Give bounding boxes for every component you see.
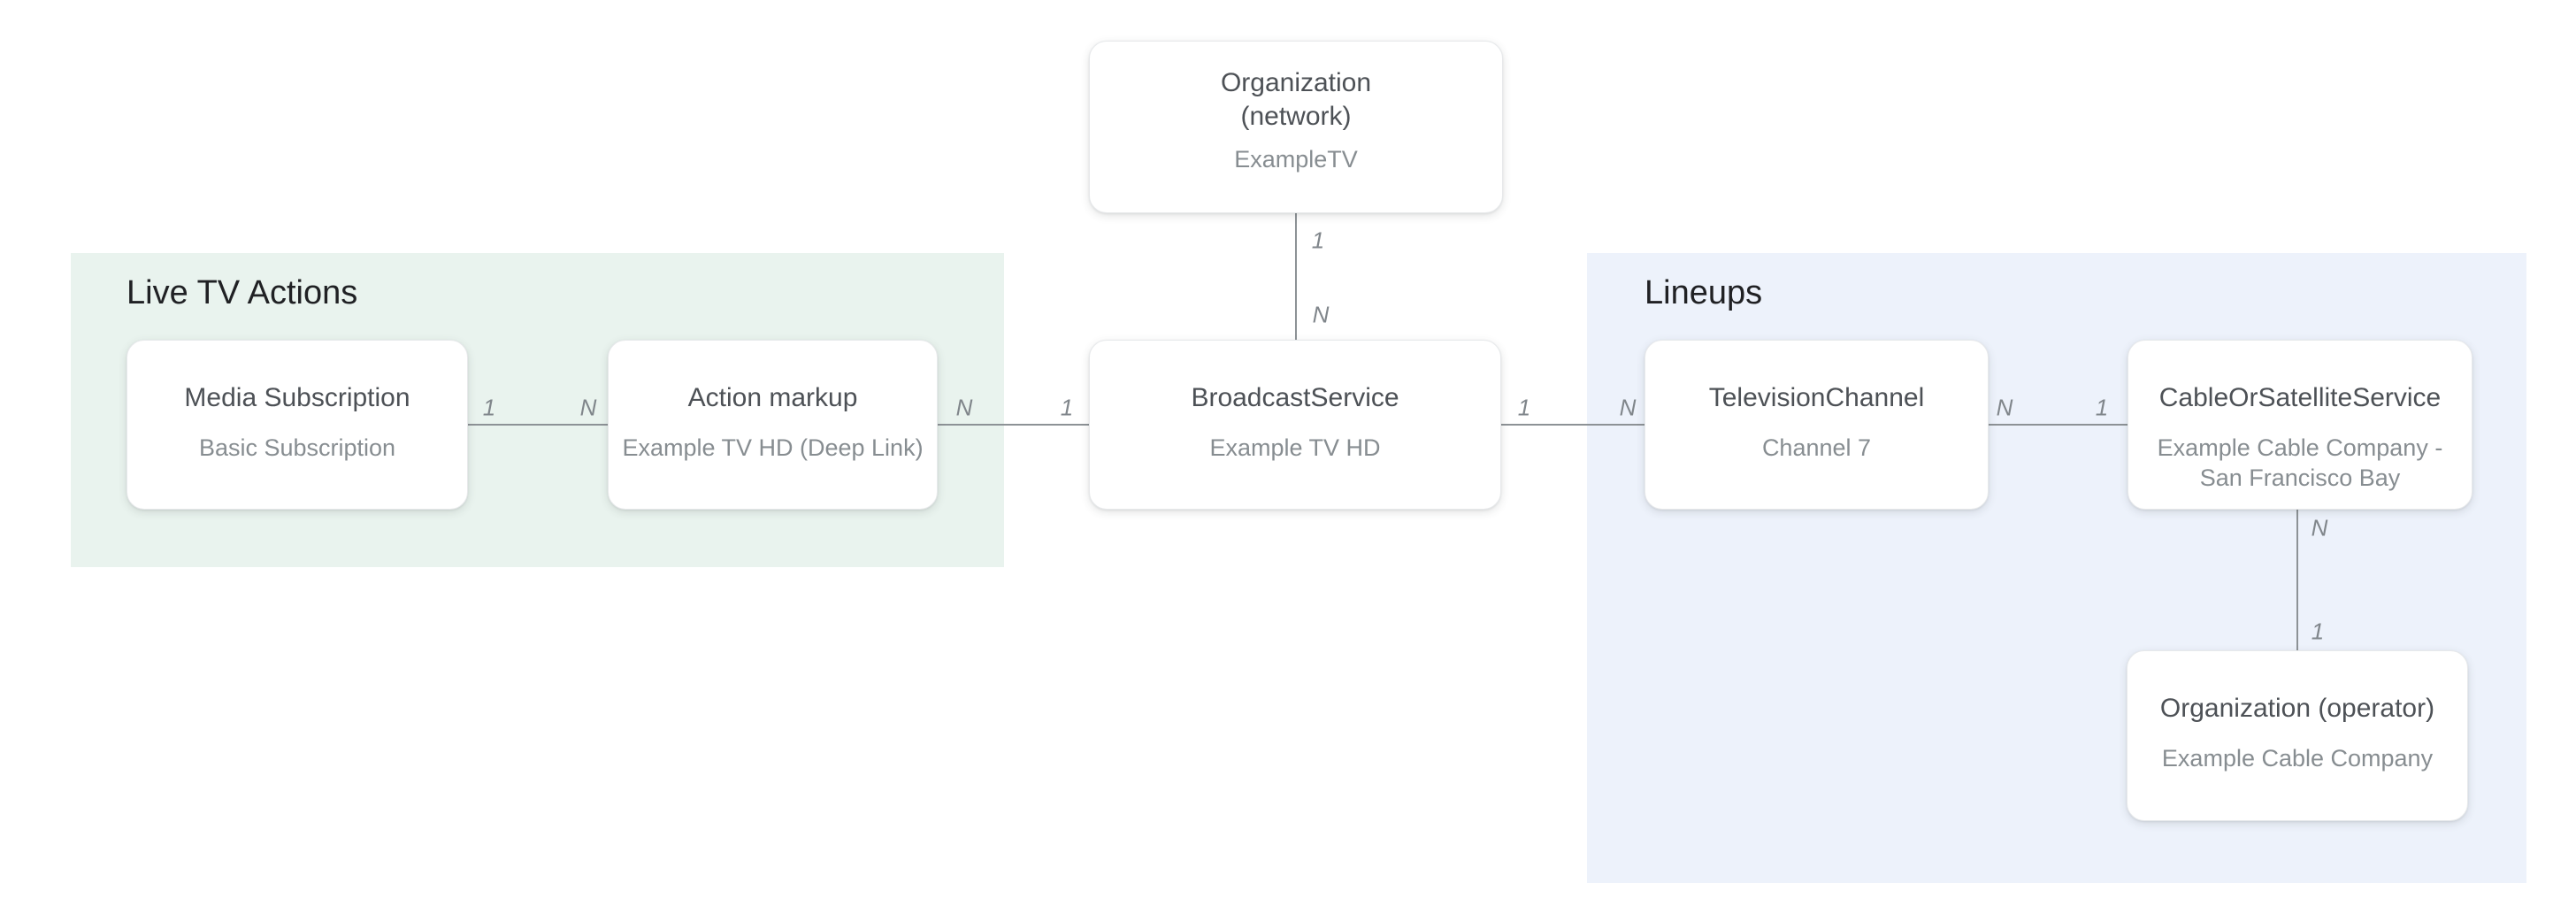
lineups-title: Lineups — [1644, 274, 1763, 311]
node-subtitle: Example Cable Company — [2161, 745, 2434, 772]
node-broadcast-service: BroadcastService Example TV HD — [1089, 340, 1501, 510]
cardinality-label: N — [1312, 301, 1330, 328]
cardinality-label: N — [2311, 514, 2328, 541]
node-title: TelevisionChannel — [1708, 383, 1925, 412]
cardinality-label: 1 — [482, 394, 496, 421]
cardinality-label: N — [579, 394, 597, 421]
node-subtitle: ExampleTV — [1234, 146, 1358, 173]
node-media-subscription: Media Subscription Basic Subscription — [126, 340, 468, 510]
node-organization-network: Organization (network) ExampleTV — [1089, 41, 1503, 213]
live-tv-actions-title: Live TV Actions — [126, 274, 358, 311]
cardinality-label: 1 — [1060, 394, 1074, 421]
edge-broadcast-to-channel — [1501, 424, 1644, 426]
node-title: BroadcastService — [1191, 383, 1399, 412]
cardinality-label: N — [1996, 394, 2013, 421]
cardinality-label: 1 — [1311, 226, 1325, 254]
node-title: CableOrSatelliteService — [2158, 383, 2442, 412]
edge-channel-to-cable — [1989, 424, 2128, 426]
edge-action-to-broadcast — [938, 424, 1089, 426]
cardinality-label: N — [955, 394, 973, 421]
edge-cable-to-operator — [2296, 510, 2298, 650]
node-subtitle: Channel 7 — [1761, 434, 1872, 461]
cardinality-label: N — [1619, 394, 1637, 421]
node-subtitle: Example Cable Company - San Francisco Ba… — [2157, 434, 2443, 491]
edge-media-to-action — [468, 424, 608, 426]
edge-network-to-broadcast — [1295, 213, 1297, 340]
node-subtitle: Basic Subscription — [198, 434, 396, 461]
node-title: Organization (operator) — [2159, 694, 2435, 723]
node-title: Organization (network) — [1220, 68, 1372, 131]
cardinality-label: 1 — [2095, 394, 2109, 421]
node-title: Media Subscription — [184, 383, 410, 412]
node-organization-operator: Organization (operator) Example Cable Co… — [2127, 650, 2468, 821]
node-cable-or-satellite-service: CableOrSatelliteService Example Cable Co… — [2128, 340, 2472, 510]
node-action-markup: Action markup Example TV HD (Deep Link) — [608, 340, 938, 510]
cardinality-label: 1 — [2311, 618, 2325, 645]
node-title: Action markup — [687, 383, 858, 412]
cardinality-label: 1 — [1517, 394, 1531, 421]
node-television-channel: TelevisionChannel Channel 7 — [1644, 340, 1989, 510]
node-subtitle: Example TV HD — [1209, 434, 1381, 461]
node-subtitle: Example TV HD (Deep Link) — [622, 434, 924, 461]
